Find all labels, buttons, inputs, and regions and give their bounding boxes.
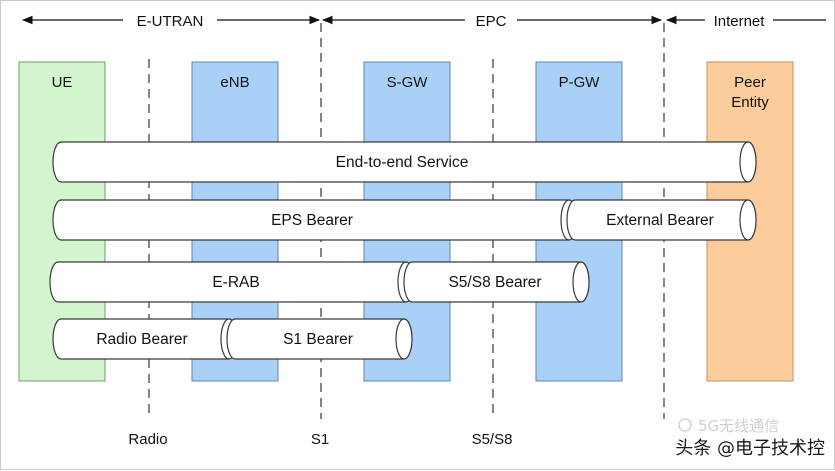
enb-label: eNB xyxy=(220,74,249,91)
end-to-end-label: End-to-end Service xyxy=(336,154,469,171)
peer-label-line1: Peer xyxy=(734,74,766,91)
ue-label: UE xyxy=(52,74,73,91)
external-bearer-label: External Bearer xyxy=(606,212,714,229)
end-to-end-pipe xyxy=(52,141,757,183)
s5s8-bearer-pipe xyxy=(403,261,590,303)
watermark-icon xyxy=(678,418,692,432)
e-utran-label: E-UTRAN xyxy=(137,13,204,30)
internet-label: Internet xyxy=(714,13,766,30)
pgw-label: P-GW xyxy=(559,74,601,91)
epc-label: EPC xyxy=(476,13,507,30)
radio-bearer-label: Radio Bearer xyxy=(96,331,187,348)
bearer-pipes xyxy=(49,141,757,360)
watermark-line1: 5G无线通信 xyxy=(698,417,779,435)
external-bearer-pipe xyxy=(566,199,757,241)
e-rab-label: E-RAB xyxy=(212,274,259,291)
radio-interface-label: Radio xyxy=(128,431,167,448)
s1-bearer-pipe xyxy=(226,318,413,360)
watermark-line2: 头条 @电子技术控 xyxy=(675,438,825,459)
eps-bearer-label: EPS Bearer xyxy=(271,212,353,229)
s1-interface-label: S1 xyxy=(311,431,329,448)
s1-bearer-label: S1 Bearer xyxy=(283,331,353,348)
s5s8-interface-label: S5/S8 xyxy=(472,431,513,448)
watermark: 5G无线通信 头条 @电子技术控 xyxy=(675,417,825,459)
sgw-label: S-GW xyxy=(387,74,429,91)
peer-label-line2: Entity xyxy=(731,94,769,111)
s5s8-bearer-label: S5/S8 Bearer xyxy=(448,274,541,291)
